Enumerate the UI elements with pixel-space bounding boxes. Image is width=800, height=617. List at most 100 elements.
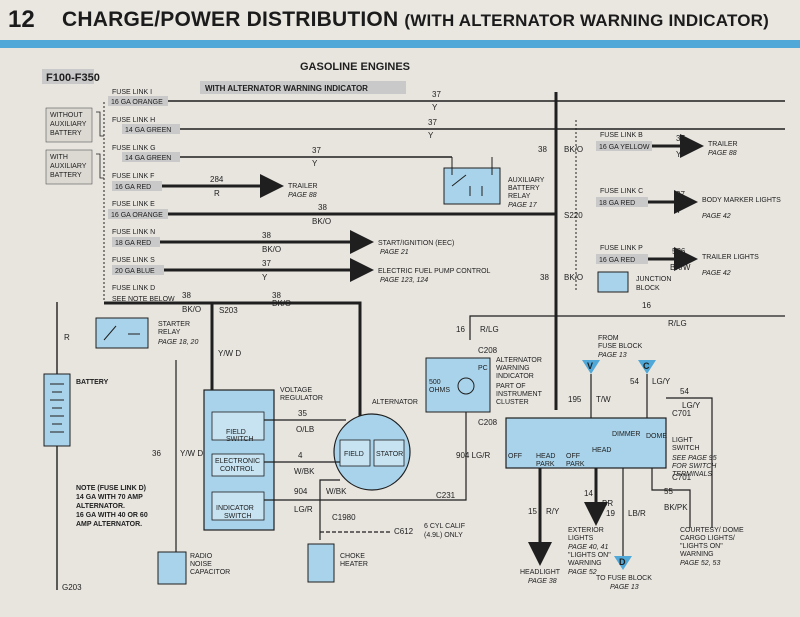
radio-cap-2: NOISE (190, 561, 212, 568)
fuse-link-c-row: FUSE LINK C 18 GA RED 37 Y BODY MARKER L… (596, 188, 781, 220)
fuse-link-f-color: R (214, 189, 220, 198)
alternator-field (339, 439, 371, 467)
courtesy-4: WARNING (680, 551, 714, 558)
marker-d (614, 556, 632, 570)
wire-38-label-2: 38 (272, 291, 281, 300)
alternator-label: ALTERNATOR (372, 399, 418, 406)
aux-relay-label-3: RELAY (508, 193, 531, 200)
fuse-link-s-name: FUSE LINK S (112, 257, 155, 264)
fuse-link-e-gauge: 16 GA ORANGE (111, 212, 163, 219)
fuse-link-e-circuit: 38 (318, 203, 327, 212)
marker-c-label: C (643, 361, 650, 371)
title-sub: (WITH ALTERNATOR WARNING INDICATOR) (404, 11, 769, 30)
alternator (333, 413, 411, 491)
courtesy-page: PAGE 52, 53 (680, 560, 720, 567)
with-aux-2: AUXILIARY (50, 163, 87, 170)
aux-relay-label-1: AUXILIARY (508, 177, 545, 184)
trunk-bko: BK/O (564, 145, 583, 154)
wire-lgr-label: LG/R (294, 505, 313, 514)
fuse-link-b-row: FUSE LINK B 16 GA YELLOW 37 Y TRAILER PA… (596, 132, 738, 159)
dome-label: DOME (646, 433, 667, 440)
light-switch-note-1: SEE PAGE 95 (672, 455, 717, 462)
aux-relay-label-2: BATTERY (508, 185, 540, 192)
conn-c612: C231 (436, 491, 456, 500)
warning-sub-1: PART OF (496, 383, 526, 390)
wire-4-wbk-choke (319, 479, 340, 540)
without-aux-3: BATTERY (50, 130, 82, 137)
fuse-link-i-row: FUSE LINK I 16 GA ORANGE 37 Y (108, 89, 785, 112)
fuse-link-g-gauge: 14 GA GREEN (125, 155, 171, 162)
park-label-2: PARK (566, 461, 585, 468)
wire-14-label: 14 (584, 489, 593, 498)
model-range-box (42, 69, 94, 84)
header-band (0, 40, 800, 48)
dimmer-label: DIMMER (612, 431, 640, 438)
fuse-link-g-color: Y (312, 159, 318, 168)
wire-olb-label: O/LB (296, 425, 314, 434)
battery (43, 373, 71, 447)
light-switch (505, 417, 667, 469)
wire-ywd-label: Y/W D (180, 449, 203, 458)
wire-ry-label: R/Y (546, 507, 560, 516)
indicator-switch (211, 491, 265, 521)
fuse-link-s-gauge: 20 GA BLUE (115, 268, 155, 275)
from-fuse-2: FUSE BLOCK (598, 343, 643, 350)
fuse-link-p-dest: TRAILER LIGHTS (702, 254, 759, 261)
field-switch-2: SWITCH (226, 436, 254, 443)
fuse-link-i-box (108, 96, 168, 106)
regulator-label-1: VOLTAGE (280, 387, 312, 394)
fuse-link-d-color: BK/O (182, 305, 201, 314)
fuse-link-g-circuit: 37 (312, 146, 321, 155)
six-cyl-1: 6 CYL CALIF (424, 523, 465, 530)
light-switch-note-2: FOR SWITCH (672, 463, 717, 470)
fuse-link-d-row: FUSE LINK D SEE NOTE BELOW 38 BK/O 38 BK… (104, 285, 362, 420)
fuse-link-p-name: FUSE LINK P (600, 245, 643, 252)
warning-sub-3: CLUSTER (496, 399, 529, 406)
conn-c231: C1980 (332, 513, 356, 522)
field-label: FIELD (344, 451, 364, 458)
fuse-link-p-gauge: 16 GA RED (599, 257, 635, 264)
wire-lbr-label: LB/R (628, 509, 646, 518)
conn-s203: S203 (219, 306, 238, 315)
fuse-link-b-color: Y (676, 150, 682, 159)
radio-cap-1: RADIO (190, 553, 213, 560)
fuse-link-e-box (108, 209, 168, 219)
light-switch-2: SWITCH (672, 445, 700, 452)
wire-904-to-regulator (312, 412, 467, 501)
wire-lgy-label-2: LG/Y (682, 401, 701, 410)
light-switch-note-3: TERMINALS (672, 471, 712, 478)
start-ignition-dest: START/IGNITION (EEC) (378, 240, 454, 247)
wire-rlg-label-top: R/LG (668, 319, 687, 328)
exterior-page-4: PAGE 52 (568, 569, 597, 576)
fuse-link-c-page: PAGE 42 (702, 213, 731, 220)
fuse-link-n-row: FUSE LINK N 18 GA RED 38 BK/O START/IGNI… (112, 229, 454, 256)
choke-label-2: HEATER (340, 561, 368, 568)
fuse-link-s-color: Y (262, 273, 268, 282)
wire-55 (651, 468, 691, 528)
fuse-link-c-gauge: 18 GA RED (599, 200, 635, 207)
exterior-page-3: WARNING (568, 560, 602, 567)
fuse-link-d-gauge: SEE NOTE BELOW (112, 296, 175, 303)
wire-55-label: 55 (664, 487, 673, 496)
fuse-link-s-box (112, 265, 164, 275)
note-line-4: 16 GA WITH 40 OR 60 (76, 512, 148, 519)
page-number: 12 (8, 6, 35, 33)
trunk-38-circuit-2: 38 (540, 273, 549, 282)
fuel-pump-dest: ELECTRIC FUEL PUMP CONTROL (378, 268, 491, 275)
fuel-pump-page: PAGE 123, 124 (380, 277, 428, 284)
with-alt-warning-label: WITH ALTERNATOR WARNING INDICATOR (205, 84, 368, 93)
fuse-link-g-name: FUSE LINK G (112, 145, 156, 152)
conn-g203: G203 (62, 583, 82, 592)
wire-904b-label: 904 LG/R (456, 451, 490, 460)
exterior-page-1: PAGE 40, 41 (568, 544, 608, 551)
fuse-link-f-box (112, 181, 162, 191)
wire-bko-label-2: BK/O (272, 299, 291, 308)
starter-relay (95, 317, 149, 349)
fuse-link-p-page: PAGE 42 (702, 270, 731, 277)
fuse-link-c-color: Y (676, 206, 682, 215)
conn-c701-bottom: C701 (672, 473, 692, 482)
warning-label-2: WARNING (496, 365, 530, 372)
ohms-label-1: 500 (429, 379, 441, 386)
fuse-link-b-dest: TRAILER (708, 141, 738, 148)
fuse-link-f-row: FUSE LINK F 16 GA RED 284 R TRAILER PAGE… (112, 173, 318, 199)
